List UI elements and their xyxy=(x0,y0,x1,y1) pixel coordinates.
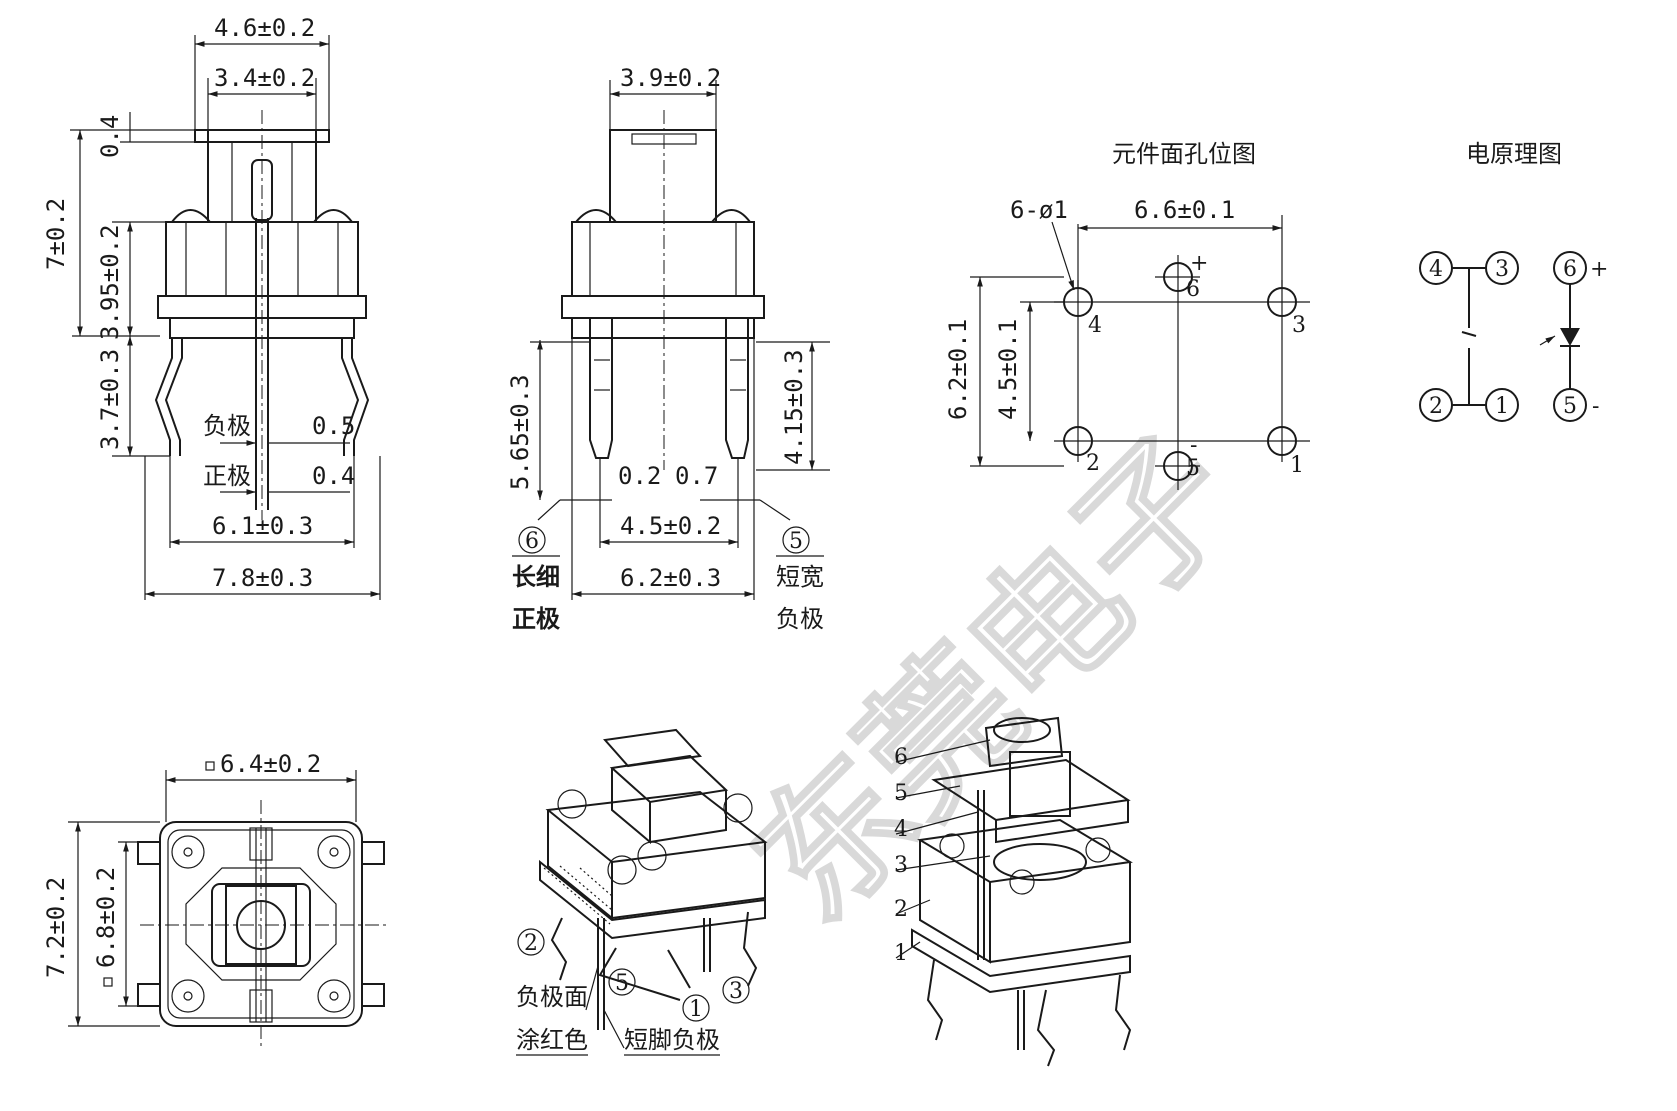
dim-6-2: 6.2±0.3 xyxy=(620,564,721,592)
node-4: 4 xyxy=(1429,257,1443,282)
pin-6-note-line1: 长细 xyxy=(512,563,560,591)
front-view: 3.9±0.2 5.65±0.3 4.15±0.3 0.2 0.7 4.5±0.… xyxy=(506,64,830,633)
dim-0-2: 0.2 xyxy=(618,462,661,490)
part-3: 3 xyxy=(894,853,908,878)
hole-pin-6: 6 xyxy=(1186,277,1200,302)
dim-7-8: 7.8±0.3 xyxy=(212,564,313,592)
hole-layout-title: 元件面孔位图 xyxy=(1112,140,1256,168)
hole-minus: - xyxy=(1190,433,1197,458)
dim-3-4: 3.4±0.2 xyxy=(214,64,315,92)
dim-4-15: 4.15±0.3 xyxy=(780,349,808,465)
note-short-leg-negative: 短脚负极 xyxy=(624,1026,720,1054)
dim-5-65: 5.65±0.3 xyxy=(506,374,534,490)
pin-6-note-line2: 正极 xyxy=(512,605,560,633)
positive-label: 正极 xyxy=(203,462,251,490)
dim-7-2: 7.2±0.2 xyxy=(42,877,70,978)
node-5: 5 xyxy=(1563,394,1577,419)
dim-6-4: 6.4±0.2 xyxy=(220,750,321,778)
iso-pin-2: 2 xyxy=(524,931,538,956)
iso-pin-1: 1 xyxy=(689,997,703,1022)
iso-pin-3: 3 xyxy=(729,979,743,1004)
part-2: 2 xyxy=(894,897,908,922)
dim-4-5-holes: 4.5±0.1 xyxy=(994,319,1022,420)
pin-5-callout: 5 xyxy=(789,529,803,554)
dim-4-6: 4.6±0.2 xyxy=(214,14,315,42)
dim-6-6: 6.6±0.1 xyxy=(1134,196,1235,224)
schematic: 电原理图 4 3 2 1 6 5 + - xyxy=(1419,140,1608,422)
hole-pin-3: 3 xyxy=(1292,313,1306,338)
watermark: 东莞电子 xyxy=(722,406,1269,953)
part-1: 1 xyxy=(894,941,908,966)
pin-6-callout: 6 xyxy=(525,529,539,554)
dim-6-2-holes: 6.2±0.1 xyxy=(944,319,972,420)
negative-label: 负极 xyxy=(203,412,251,440)
dim-0-7: 0.7 xyxy=(675,462,718,490)
note-painted-red: 涂红色 xyxy=(516,1026,588,1054)
hole-diameter: 6-ø1 xyxy=(1010,196,1068,224)
hole-pin-2: 2 xyxy=(1086,451,1100,476)
schematic-title: 电原理图 xyxy=(1466,140,1562,168)
hole-plus: + xyxy=(1190,251,1208,276)
iso-view: 2 5 1 3 负极面 涂红色 短脚负极 xyxy=(516,728,768,1056)
part-6: 6 xyxy=(894,745,908,770)
top-view: 6.4±0.2 7.2±0.2 6.8±0.2 xyxy=(42,750,390,1050)
hole-pin-4: 4 xyxy=(1088,313,1102,338)
dim-3-7: 3.7±0.3 xyxy=(96,349,124,450)
hole-pin-1: 1 xyxy=(1290,453,1304,478)
pin-5-note-line1: 短宽 xyxy=(776,563,824,591)
dim-3-9: 3.9±0.2 xyxy=(620,64,721,92)
dim-6-8: 6.8±0.2 xyxy=(92,867,120,968)
note-negative-face: 负极面 xyxy=(516,983,588,1011)
node-2: 2 xyxy=(1429,394,1443,419)
part-4: 4 xyxy=(894,817,908,842)
schematic-plus: + xyxy=(1590,257,1608,282)
dim-0-5: 0.5 xyxy=(312,412,355,440)
dim-0-4-top: 0.4 xyxy=(96,115,124,158)
dim-4-5: 4.5±0.2 xyxy=(620,512,721,540)
dim-3-95: 3.95±0.2 xyxy=(96,224,124,340)
dim-0-4-lead: 0.4 xyxy=(312,462,355,490)
schematic-minus: - xyxy=(1592,394,1599,419)
iso-pin-5: 5 xyxy=(615,971,629,996)
dim-7: 7±0.2 xyxy=(42,198,70,270)
side-view: 4.6±0.2 3.4±0.2 0.4 7±0.2 3.95±0.2 3.7±0… xyxy=(42,14,381,600)
hole-layout: 元件面孔位图 6-ø1 6.6±0.1 6.2±0.1 4.5±0.1 4 6 … xyxy=(944,140,1310,490)
pin-5-note-line2: 负极 xyxy=(776,605,824,633)
node-3: 3 xyxy=(1495,257,1509,282)
hole-pin-5: 5 xyxy=(1186,456,1200,481)
part-5: 5 xyxy=(894,781,908,806)
node-6: 6 xyxy=(1563,257,1577,282)
node-1: 1 xyxy=(1495,394,1509,419)
exploded-view: 6 5 4 3 2 1 xyxy=(894,716,1133,1067)
dim-6-1: 6.1±0.3 xyxy=(212,512,313,540)
